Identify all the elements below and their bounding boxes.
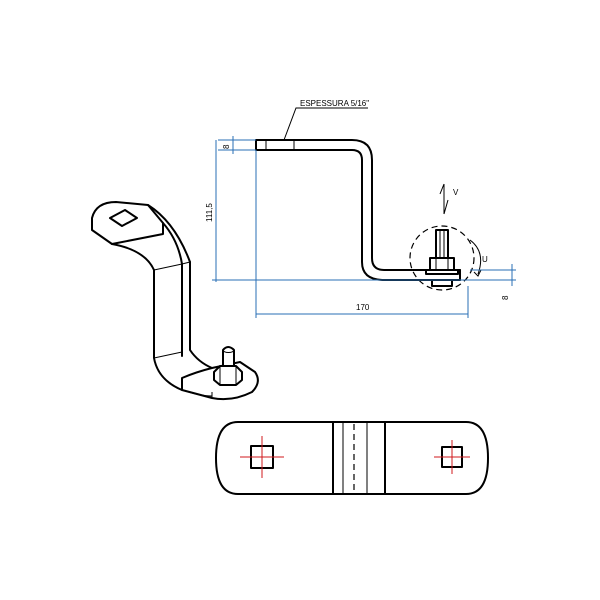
iso-bottom-plate-edge xyxy=(181,389,213,398)
side-bolt xyxy=(425,229,459,287)
dim-bottom-thickness-label: 8 xyxy=(501,295,510,300)
view-marker-u: U xyxy=(482,255,488,264)
iso-stud xyxy=(222,346,235,367)
thickness-note: ESPESSURA 5/16" xyxy=(300,99,369,108)
iso-web-edge xyxy=(153,261,191,271)
iso-vertical-web xyxy=(153,261,213,391)
side-lower-nut xyxy=(431,279,453,287)
dim-height-label: 111,5 xyxy=(205,203,214,222)
dim-ext-width xyxy=(255,150,469,318)
top-view xyxy=(215,421,489,495)
iso-bolt xyxy=(213,346,243,386)
side-nut-face xyxy=(435,258,449,270)
center-mark-left xyxy=(240,436,284,478)
dim-ext-top xyxy=(218,139,256,151)
side-profile-outer xyxy=(255,139,461,271)
dimension-lines: 8 111,5 8 170 xyxy=(205,136,516,318)
side-washer xyxy=(425,269,459,275)
direction-arrow-v xyxy=(439,183,449,215)
dim-width-label: 170 xyxy=(356,303,370,312)
side-nut xyxy=(429,257,455,271)
iso-nut-face xyxy=(219,366,237,385)
detail-circle xyxy=(409,225,475,291)
dim-top-thickness-label: 8 xyxy=(222,144,231,149)
thickness-leader xyxy=(283,107,368,141)
iso-square-hole xyxy=(109,209,138,227)
isometric-view xyxy=(91,201,259,401)
side-stud xyxy=(435,229,449,259)
iso-nut xyxy=(213,365,243,386)
side-thickness-ticks xyxy=(265,140,295,150)
top-view-outline xyxy=(215,421,489,495)
center-mark-right xyxy=(434,440,470,474)
iso-web-bottom-edge xyxy=(153,351,183,359)
side-view: U V ESPESSURA 5/16" 8 111,5 8 170 xyxy=(205,99,516,318)
iso-upper-bend xyxy=(111,204,191,271)
iso-stud-top xyxy=(222,347,235,353)
view-marker-v: V xyxy=(453,188,459,197)
side-stud-thread xyxy=(439,230,445,258)
dim-ext-bottom xyxy=(212,269,516,281)
side-profile-inner xyxy=(255,149,461,281)
